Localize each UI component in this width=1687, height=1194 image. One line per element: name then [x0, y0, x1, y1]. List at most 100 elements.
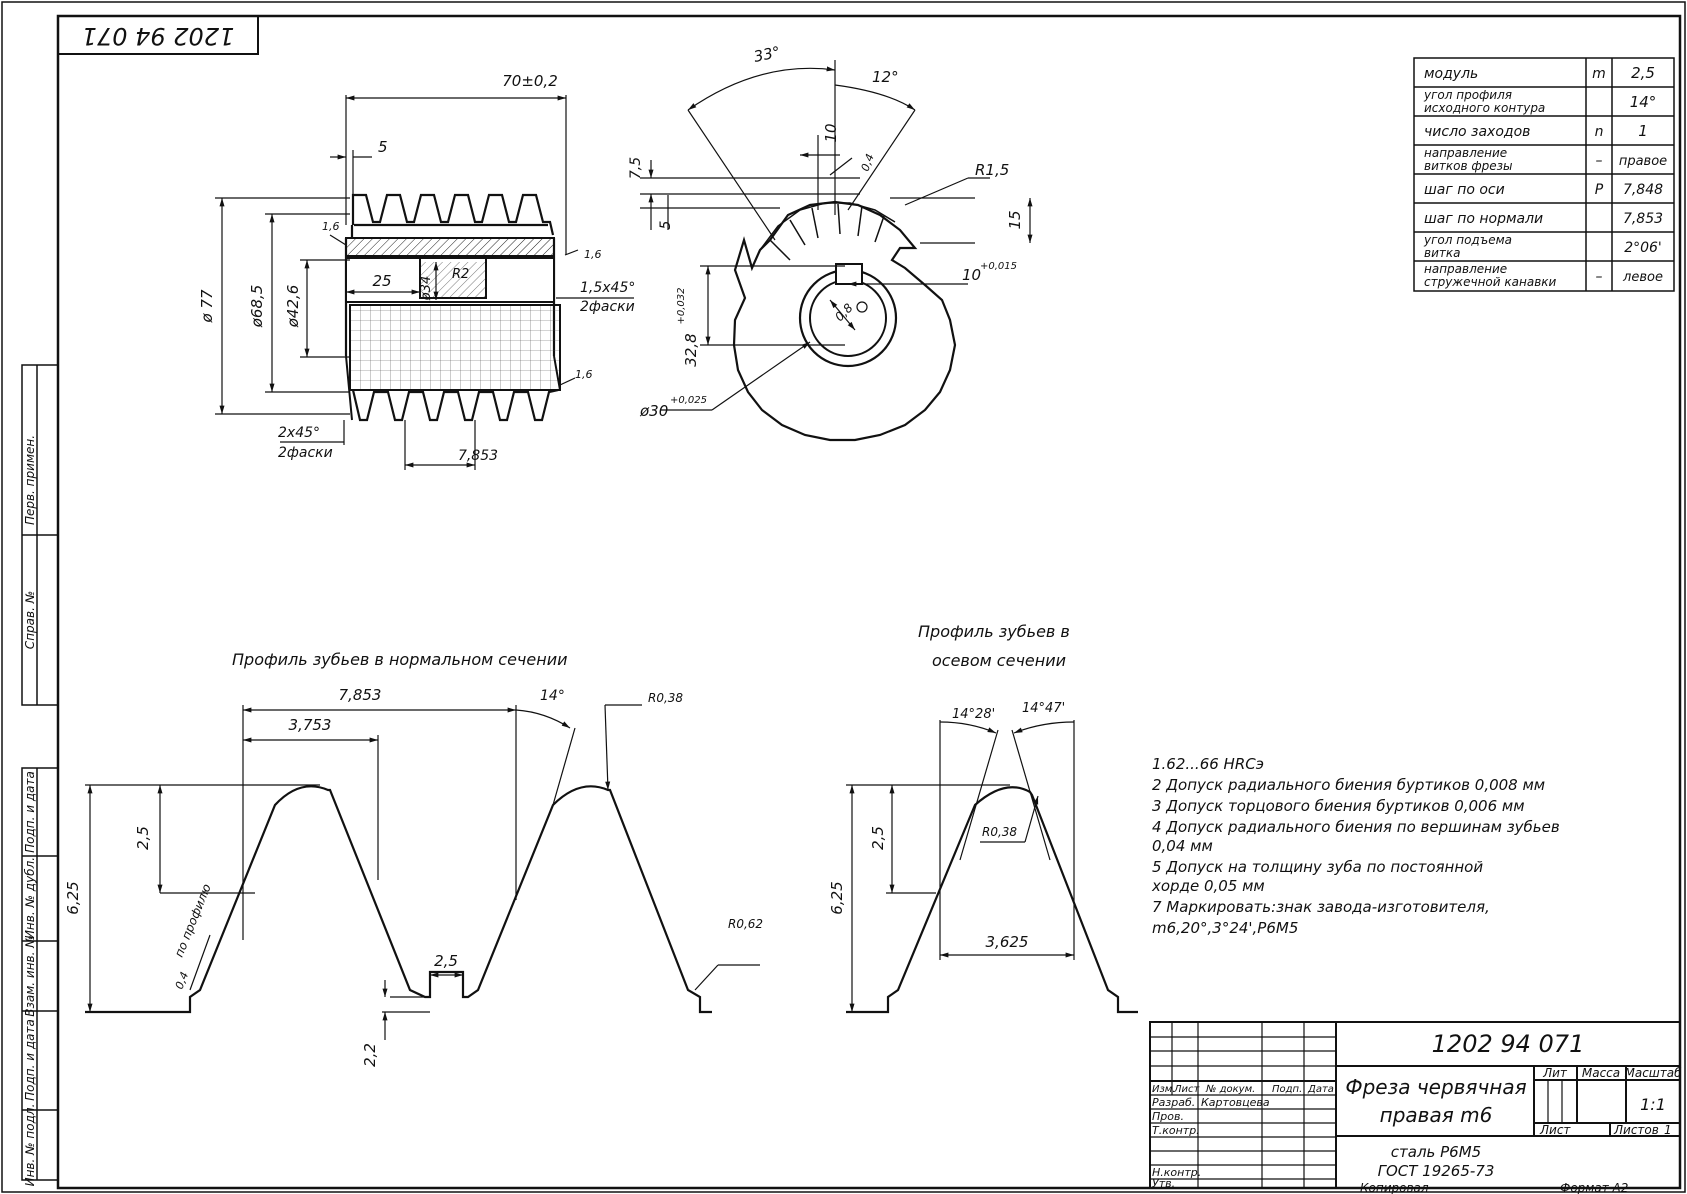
note-5: 5 Допуск на толщину зуба по постоянной: [1152, 858, 1483, 876]
hob-end-view: 33° 12° 10 7,5 5 0,4 R1,5 15 10 +0,015 3…: [628, 43, 1033, 442]
dim-d426: ø42,6: [284, 285, 302, 329]
param-val-5: 7,853: [1623, 211, 1663, 227]
dim-15: 15: [1006, 210, 1024, 229]
tb-material-2: ГОСТ 19265-73: [1378, 1162, 1495, 1180]
note-3: 4 Допуск радиального биения по вершинам …: [1152, 818, 1560, 836]
prof-a-h25: 2,5: [869, 826, 887, 850]
note-4: 0,04 мм: [1152, 837, 1213, 855]
param-sym-4: P: [1595, 182, 1604, 198]
dim-chamfer-right: 1,5x45°: [580, 280, 635, 296]
param-name-1: угол профиля: [1423, 88, 1512, 102]
param-val-1: 14°: [1630, 93, 1657, 111]
tb-hdr-dokum: № докум.: [1205, 1084, 1255, 1095]
technical-notes: 1.62...66 HRCэ 2 Допуск радиального биен…: [1151, 755, 1560, 937]
prof-n-h625: 6,25: [64, 881, 82, 914]
stamp-podp-data-2: Подп. и дата: [23, 1019, 37, 1101]
param-name-3: направление: [1424, 146, 1507, 160]
dim-10: 10: [822, 123, 840, 142]
prof-n-r062: R0,62: [728, 917, 763, 931]
param-sym-2: n: [1595, 124, 1604, 140]
dim-32-8: 32,8: [682, 333, 700, 366]
dim-0-4: 0,4: [859, 152, 877, 173]
param-name-7b: стружечной канавки: [1424, 275, 1557, 289]
profile-axial-curve: [846, 786, 1138, 1014]
dim-d34: ø34: [419, 276, 434, 302]
dim-d30: ø30: [639, 402, 668, 420]
dim-r16-c: 1,6: [575, 368, 593, 381]
tb-hdr-izm: Изм.: [1152, 1084, 1176, 1095]
tb-material-1: сталь Р6М5: [1391, 1143, 1481, 1161]
note-7: 7 Маркировать:знак завода-изготовителя,: [1152, 898, 1490, 916]
prof-n-h25: 2,5: [134, 826, 152, 850]
dim-key-10: 10: [962, 266, 981, 284]
thread-bottom: [351, 388, 559, 422]
param-name-4: шаг по оси: [1424, 182, 1505, 198]
prof-n-w25: 2,5: [434, 952, 458, 970]
tb-hdr-data: Дата: [1307, 1084, 1334, 1095]
tb-col-mass: Масса: [1582, 1066, 1620, 1080]
prof-a-h625: 6,25: [828, 881, 846, 914]
dim-5-v2: 5: [658, 220, 674, 229]
param-val-3: правое: [1619, 154, 1667, 169]
tb-sheets-val: 1: [1664, 1123, 1672, 1137]
param-name-5: шаг по нормали: [1424, 211, 1543, 227]
tb-format: Формат А2: [1560, 1181, 1628, 1194]
prof-a-w3625: 3,625: [986, 933, 1029, 951]
param-name-0: модуль: [1424, 66, 1478, 82]
stamp-perv-primen: Перв. примен.: [23, 435, 37, 525]
profile-axial-section: Профиль зубьев в осевом сечении 14°28' 1…: [828, 622, 1138, 1014]
note-6: хорде 0,05 мм: [1151, 877, 1265, 895]
section-hatch-top: [345, 237, 555, 257]
note-2: 3 Допуск торцового биения буртиков 0,006…: [1152, 797, 1525, 815]
keyway-slot: [835, 263, 863, 285]
dim-chamfer-left-note: 2фаски: [278, 445, 333, 461]
tb-role-nkontr: Н.контр.: [1152, 1166, 1201, 1179]
tb-scale-val: 1:1: [1640, 1095, 1666, 1114]
tb-doc-no: 1202 94 071: [1432, 1030, 1585, 1058]
param-name-7: направление: [1424, 262, 1507, 276]
stamp-vzam-inv: Взам. инв. №: [23, 935, 37, 1016]
dim-length: 70±0,2: [502, 72, 558, 90]
dim-r1-5: R1,5: [975, 161, 1009, 179]
dim-key-10-tol: +0,015: [980, 261, 1017, 272]
side-stamp-labels: Перв. примен. Справ. № Подп. и дата Инв.…: [23, 435, 37, 1186]
param-name-6b: витка: [1424, 246, 1460, 260]
param-val-6: 2°06': [1624, 240, 1662, 256]
tb-sheets: Листов: [1613, 1123, 1659, 1137]
tb-name-1: Фреза червячная: [1345, 1075, 1526, 1099]
prof-n-3753: 3,753: [289, 716, 332, 734]
profile-axial-title-2: осевом сечении: [932, 651, 1066, 670]
profile-normal-curve: [85, 785, 712, 1014]
param-sym-0: m: [1592, 66, 1606, 82]
dim-5: 5: [378, 138, 388, 156]
params-table: модуль m 2,5 угол профиля исходного конт…: [1413, 57, 1675, 292]
side-stamps: [21, 364, 59, 1181]
dim-angle-33: 33°: [752, 43, 782, 66]
prof-a-r038: R0,38: [982, 825, 1017, 839]
prof-n-ang14: 14°: [540, 688, 565, 704]
tb-role-tkontr: Т.контр.: [1152, 1124, 1200, 1137]
prof-n-d04: 0,4: [173, 970, 192, 991]
note-8: m6,20°,3°24',Р6М5: [1152, 919, 1298, 937]
dim-chamfer-left: 2x45°: [278, 425, 320, 441]
hob-side-view: 70±0,2 5 1,6 1,6 1,6 ø 77 ø68,5 ø42,6 25…: [198, 72, 635, 470]
stamp-inv-podl: Инв. № подл.: [23, 1104, 37, 1187]
dim-angle-12: 12°: [872, 68, 899, 86]
param-sym-3: –: [1596, 153, 1603, 169]
param-val-7: левое: [1622, 270, 1663, 285]
dim-d685: ø68,5: [248, 285, 266, 329]
param-name-1b: исходного контура: [1424, 101, 1545, 115]
prof-n-7853: 7,853: [339, 686, 382, 704]
tb-role-prov: Пров.: [1152, 1110, 1184, 1123]
prof-n-h22: 2,2: [361, 1043, 379, 1067]
dim-d77: ø 77: [198, 289, 216, 323]
dim-32-8-tol: +0,032: [676, 287, 687, 324]
param-name-3b: витков фрезы: [1424, 159, 1512, 173]
doc-number-box: 1202 94 071: [57, 15, 259, 55]
param-name-2: число заходов: [1424, 124, 1530, 140]
prof-a-ang2: 14°47': [1022, 701, 1065, 716]
tb-name-2: правая m6: [1380, 1103, 1493, 1127]
thread-top: [351, 193, 555, 236]
